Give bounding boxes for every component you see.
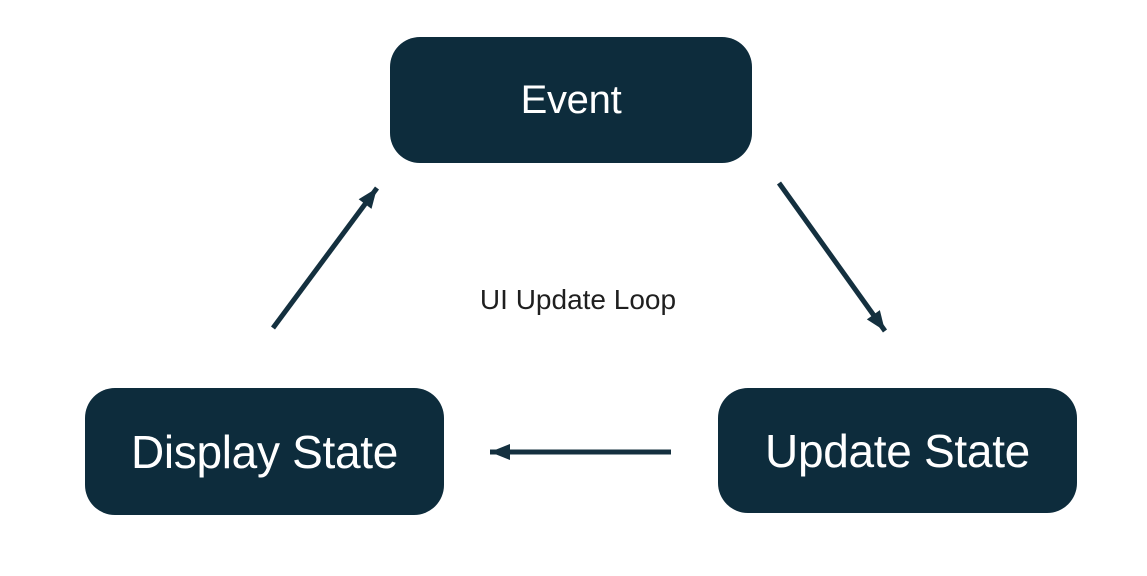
node-event-label: Event xyxy=(520,77,622,122)
node-update-state-label: Update State xyxy=(765,424,1030,477)
node-display-state: Display State xyxy=(85,388,444,515)
arrow-display-to-event xyxy=(270,186,380,330)
arrow-event-to-update xyxy=(776,181,888,333)
node-event: Event xyxy=(390,37,752,163)
node-display-state-label: Display State xyxy=(130,425,399,478)
node-update-state: Update State xyxy=(718,388,1077,513)
diagram-title: UI Update Loop xyxy=(479,284,677,315)
